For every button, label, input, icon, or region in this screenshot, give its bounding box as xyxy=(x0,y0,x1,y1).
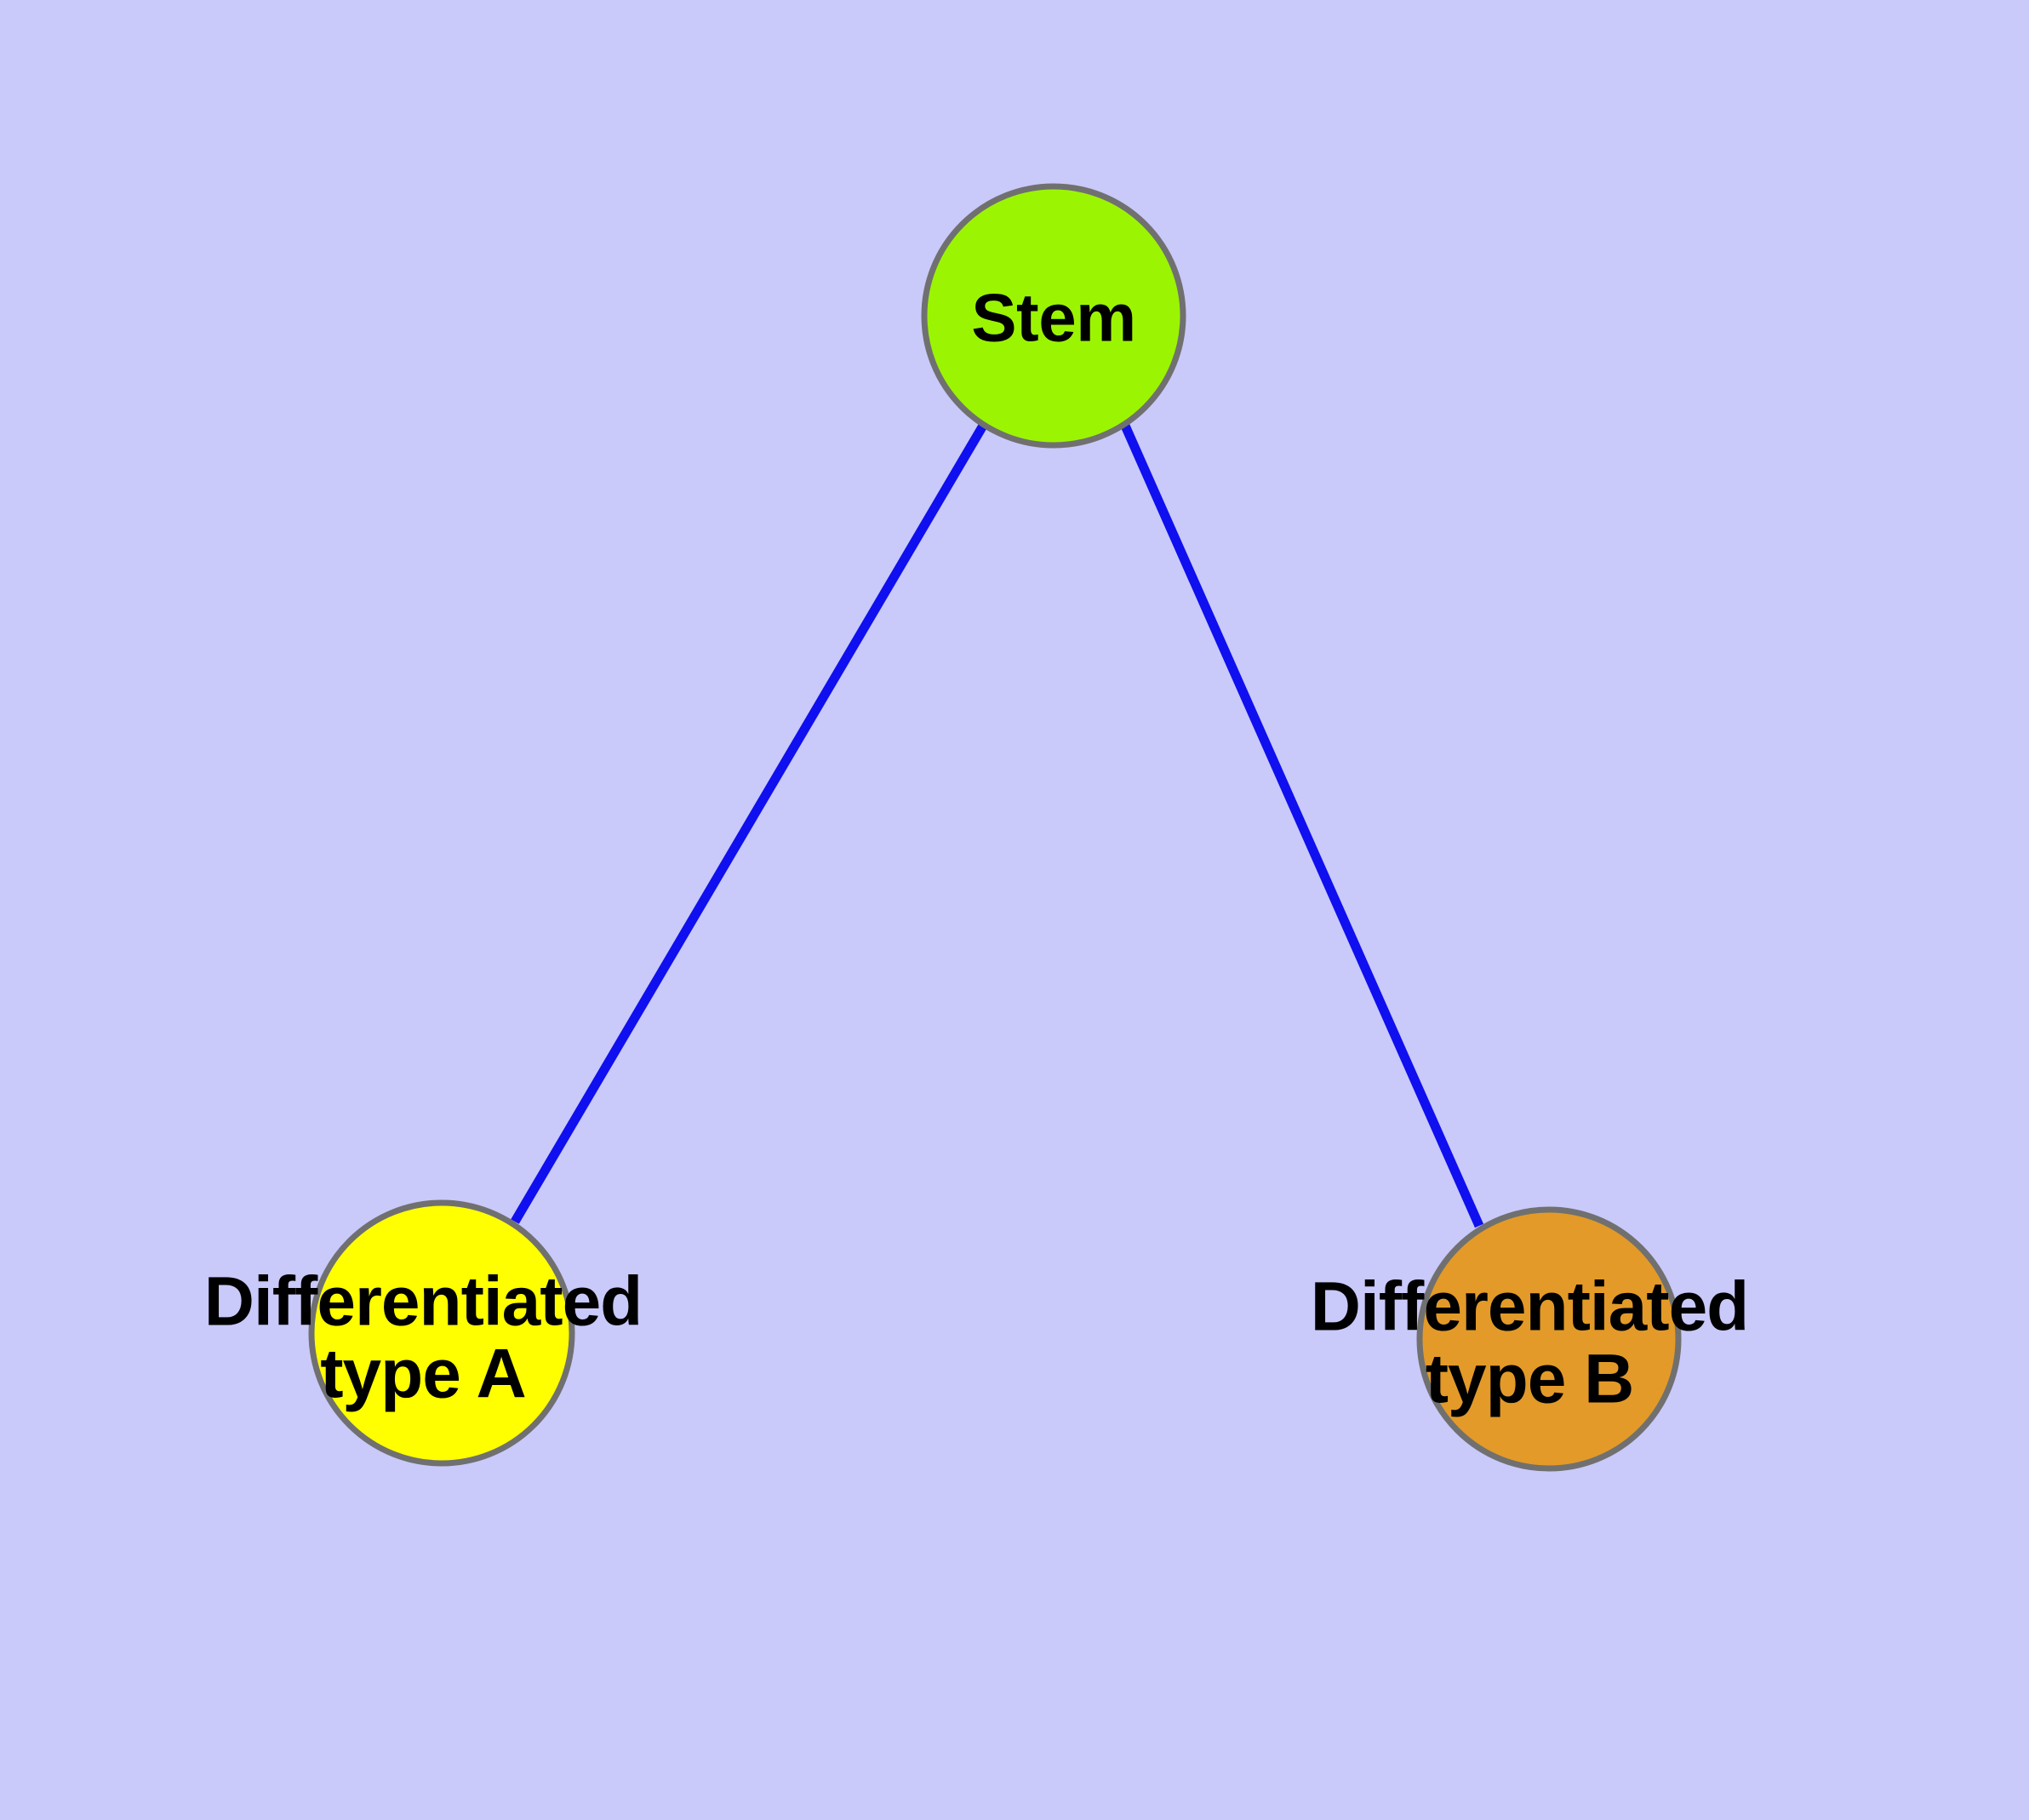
node-stem[interactable] xyxy=(921,183,1186,449)
node-layer xyxy=(308,183,1682,1472)
node-differentiated-type-b[interactable] xyxy=(1416,1206,1682,1472)
node-differentiated-type-a[interactable] xyxy=(308,1199,575,1467)
edge-stem-to-differentiated-type-a[interactable] xyxy=(511,423,987,1224)
edge-stem-to-differentiated-type-b[interactable] xyxy=(1120,423,1484,1228)
edge-layer xyxy=(511,423,1484,1228)
